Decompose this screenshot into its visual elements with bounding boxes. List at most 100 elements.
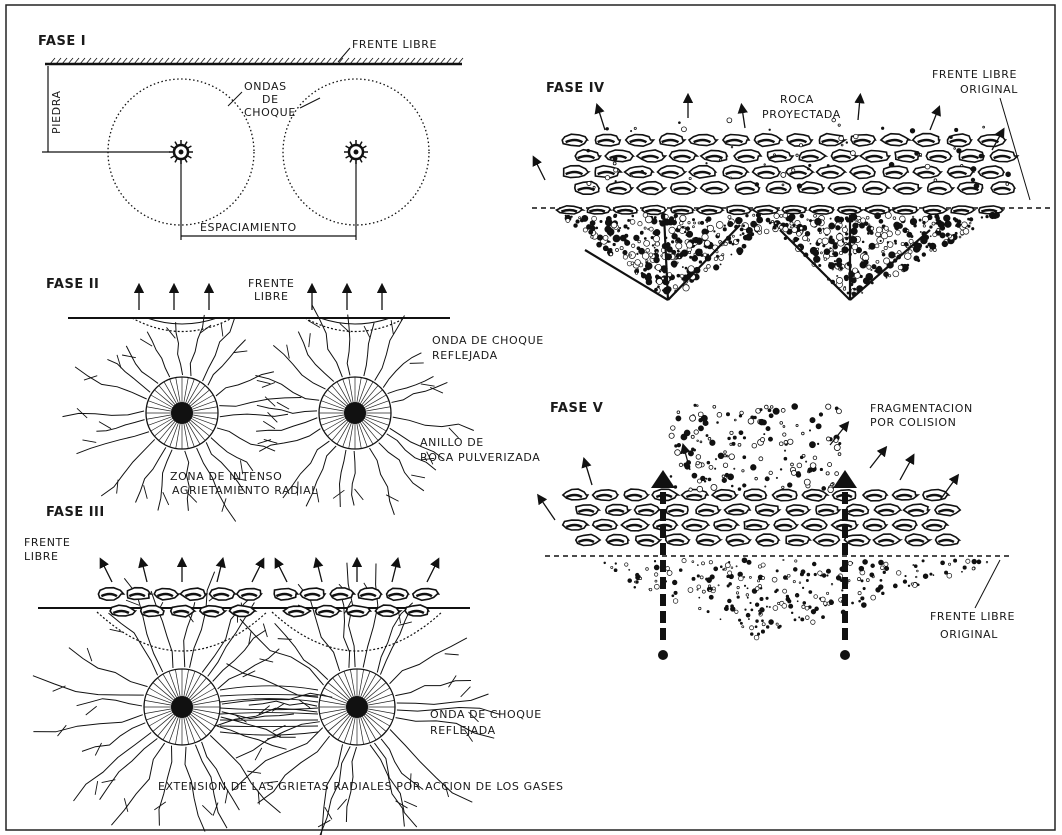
debris-dot xyxy=(783,226,788,231)
debris-dot xyxy=(792,227,798,233)
debris-dot xyxy=(679,463,682,466)
debris-dot xyxy=(968,225,970,227)
debris-dot xyxy=(634,581,636,583)
debris-dot xyxy=(858,592,861,595)
debris-dot xyxy=(888,275,890,277)
debris-dot xyxy=(711,484,717,490)
debris-dot xyxy=(871,564,875,568)
debris-dot xyxy=(885,212,891,218)
debris-dot xyxy=(963,229,969,235)
debris-dot xyxy=(754,416,757,419)
debris-dot xyxy=(815,218,822,225)
debris-dot xyxy=(784,450,785,451)
debris-dot xyxy=(718,453,724,459)
debris-dot xyxy=(913,564,914,565)
debris-dot xyxy=(751,465,757,471)
debris-dot xyxy=(923,225,925,227)
debris-dot xyxy=(682,127,687,132)
debris-dot xyxy=(697,585,701,589)
debris-dot xyxy=(720,619,721,620)
debris-dot xyxy=(724,607,728,611)
f4-frente-2: ORIGINAL xyxy=(960,83,1018,96)
debris-dot xyxy=(691,435,694,438)
debris-dot xyxy=(857,578,860,581)
debris-dot xyxy=(739,431,743,435)
debris-dot xyxy=(709,561,712,564)
debris-dot xyxy=(653,236,659,242)
f2-onda-2: REFLEJADA xyxy=(432,349,498,362)
debris-dot xyxy=(932,222,935,225)
debris-dot xyxy=(773,408,779,414)
debris-dot xyxy=(708,478,711,481)
debris-dot xyxy=(686,227,690,231)
debris-dot xyxy=(884,272,889,277)
debris-dot xyxy=(639,577,641,579)
debris-dot xyxy=(839,136,844,141)
debris-dot xyxy=(728,221,734,227)
debris-dot xyxy=(959,236,961,238)
debris-dot xyxy=(776,477,777,478)
debris-dot xyxy=(684,275,686,277)
debris-dot xyxy=(623,250,627,254)
debris-dot xyxy=(826,592,828,594)
debris-dot xyxy=(814,573,816,575)
blast-hole xyxy=(840,650,850,660)
debris-dot xyxy=(625,234,628,237)
debris-dot xyxy=(759,419,765,425)
debris-dot xyxy=(898,265,903,270)
debris-dot xyxy=(696,405,698,407)
debris-dot xyxy=(751,222,752,223)
debris-dot xyxy=(884,246,887,249)
debris-dot xyxy=(644,240,650,246)
debris-dot xyxy=(717,412,722,417)
debris-dot xyxy=(836,277,842,283)
debris-dot xyxy=(922,560,924,562)
debris-dot xyxy=(961,571,962,572)
debris-dot xyxy=(627,227,629,229)
debris-dot xyxy=(994,212,1000,218)
debris-dot xyxy=(807,573,810,576)
debris-dot xyxy=(593,186,595,188)
debris-dot xyxy=(986,215,989,218)
debris-dot xyxy=(600,220,602,222)
debris-dot xyxy=(805,606,809,610)
debris-dot xyxy=(597,235,602,240)
debris-dot xyxy=(631,244,634,247)
debris-dot xyxy=(707,254,709,256)
debris-dot xyxy=(654,560,656,562)
debris-dot xyxy=(827,575,828,576)
debris-dot xyxy=(824,258,827,261)
debris-dot xyxy=(611,222,617,228)
debris-dot xyxy=(819,264,821,266)
debris-dot xyxy=(915,151,919,155)
debris-dot xyxy=(895,242,897,244)
debris-dot xyxy=(603,235,608,240)
debris-dot xyxy=(779,442,783,446)
debris-dot xyxy=(673,599,678,604)
debris-dot xyxy=(787,574,790,577)
debris-dot xyxy=(607,248,609,250)
debris-dot xyxy=(830,218,831,219)
debris-dot xyxy=(638,222,642,226)
debris-dot xyxy=(635,573,639,577)
debris-dot xyxy=(793,567,797,571)
debris-dot xyxy=(769,471,772,474)
debris-dot xyxy=(707,264,711,268)
piedra-label: PIEDRA xyxy=(50,90,63,134)
debris-dot xyxy=(802,587,804,589)
debris-dot xyxy=(836,258,842,264)
debris-dot xyxy=(614,168,618,172)
debris-dot xyxy=(863,587,865,589)
debris-dot xyxy=(762,577,765,580)
debris-dot xyxy=(737,218,742,223)
debris-dot xyxy=(842,227,847,232)
debris-dot xyxy=(983,126,985,128)
debris-dot xyxy=(731,485,733,487)
debris-dot xyxy=(880,579,882,581)
debris-dot xyxy=(884,566,888,570)
debris-dot xyxy=(757,580,759,582)
debris-dot xyxy=(926,246,928,248)
debris-dot xyxy=(736,592,738,594)
debris-dot xyxy=(881,233,887,239)
debris-dot xyxy=(646,248,650,252)
